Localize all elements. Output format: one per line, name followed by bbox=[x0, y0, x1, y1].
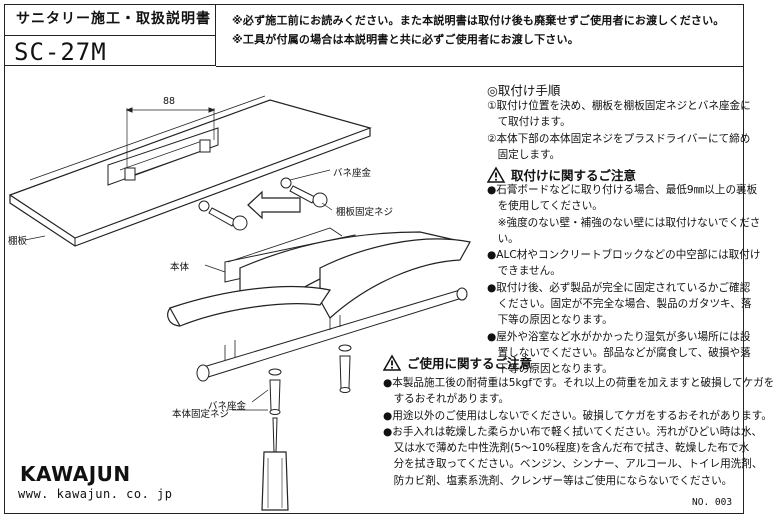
website-url: www. kawajun. co. jp bbox=[18, 487, 173, 501]
dimension-label: 88 bbox=[163, 96, 176, 107]
text-line: ●本製品施工後の耐荷重は5kgfです。それ以上の荷重を加えますと破損してケガを bbox=[383, 377, 774, 389]
body-screw-label: 本体固定ネジ bbox=[172, 409, 230, 420]
spring-washer-label-top: バネ座金 bbox=[333, 168, 372, 179]
text-line: ●ALC材やコンクリートブロックなどの中空部には取付け bbox=[487, 249, 761, 262]
usage-cautions-header: ご使用に関するご注意 bbox=[382, 353, 533, 372]
text-line: 下等の原因となります。 bbox=[487, 314, 613, 327]
install-cautions-heading: 取付けに関するご注意 bbox=[511, 168, 637, 183]
text-line: 置しないでください。部品などが腐食して、破損や落 bbox=[487, 346, 751, 359]
document-title: サニタリー施工・取扱説明書 bbox=[16, 11, 211, 27]
text-line: するおそれがあります。 bbox=[383, 393, 510, 406]
text-line: ●石膏ボードなどに取り付ける場合、最低9㎜以上の裏板 bbox=[487, 184, 758, 196]
body-label: 本体 bbox=[170, 262, 190, 273]
shelf-drawing bbox=[8, 95, 372, 247]
text-line: ください。固定が不完全な場合、製品のガタツキ、落 bbox=[487, 298, 752, 311]
install-cautions-text: ●石膏ボードなどに取り付ける場合、最低9㎜以上の裏板 を使用してください。 ※強… bbox=[487, 182, 760, 378]
title-box bbox=[4, 4, 216, 66]
body-screw-drawing bbox=[268, 344, 352, 415]
screwdriver-drawing bbox=[261, 417, 289, 511]
text-line: ②本体下部の本体固定ネジをプラスドライバーにて締め bbox=[487, 132, 751, 145]
shelf-screw-label: 棚板固定ネジ bbox=[336, 207, 394, 218]
text-line: ●屋外や浴室など水がかかったり湿気が多い場所には設 bbox=[487, 330, 751, 343]
text-line: 又は水で薄めた中性洗剤(5～10%程度)を含んだ布で拭き、乾燥した布で水 bbox=[383, 442, 750, 455]
shelf-screw-drawing bbox=[198, 177, 328, 231]
warning-icon bbox=[486, 165, 506, 183]
title-divider bbox=[4, 35, 215, 36]
header-rule bbox=[216, 66, 744, 67]
text-line: ●お手入れは乾燥した柔らかい布で軽く拭いてください。汚れがひどい時は水、 bbox=[383, 425, 763, 438]
shelf-label: 棚板 bbox=[8, 236, 28, 247]
document-number: NO. 003 bbox=[692, 497, 733, 508]
page-frame bbox=[4, 4, 744, 514]
installation-illustration bbox=[8, 95, 471, 511]
arrow-icon bbox=[247, 190, 301, 220]
text-line: 固定します。 bbox=[487, 148, 561, 161]
header-note-2: ※工具が付属の場合は本説明書と共に必ずご使用者にお渡し下さい。 bbox=[232, 33, 579, 46]
spring-washer-label-bottom: バネ座金 bbox=[208, 401, 247, 412]
text-line: ※強度のない壁・補強のない壁には取付けないでくださ bbox=[487, 216, 761, 229]
text-line: を使用してください。 bbox=[487, 200, 603, 213]
text-line: ●用途以外のご使用はしないでください。破損してケガをするおそれがあります。 bbox=[383, 409, 772, 422]
install-steps-heading: ◎取付け手順 bbox=[487, 83, 561, 98]
brand-logo: KAWAJUN bbox=[20, 462, 131, 486]
text-line: 分を拭き取ってください。ベンジン、シンナー、アルコール、トイレ用洗剤、 bbox=[383, 458, 763, 471]
header-note-1: ※必ず施工前にお読みください。また本説明書は取付け後も廃棄せずご使用者にお渡しく… bbox=[232, 14, 725, 27]
install-cautions-header: 取付けに関するご注意 bbox=[486, 165, 637, 184]
text-line: 下等の原因となります。 bbox=[487, 363, 613, 376]
model-number: SC-27M bbox=[14, 38, 107, 66]
text-line: て取付けます。 bbox=[487, 116, 571, 129]
text-line: できません。 bbox=[487, 265, 561, 278]
text-line: ●取付け後、必ず製品が完全に固定されているかご確認 bbox=[487, 281, 751, 294]
text-line: い。 bbox=[487, 232, 519, 245]
text-line: 防カビ剤、塩素系洗剤、クレンザー等はご使用にならないでください。 bbox=[383, 474, 733, 487]
usage-cautions-text: ●本製品施工後の耐荷重は5kgfです。それ以上の荷重を加えますと破損してケガを … bbox=[383, 375, 774, 489]
text-line: ①取付け位置を決め、棚板を棚板固定ネジとバネ座金に bbox=[487, 100, 751, 112]
usage-cautions-heading: ご使用に関するご注意 bbox=[407, 356, 533, 371]
install-steps-text: ①取付け位置を決め、棚板を棚板固定ネジとバネ座金に て取付けます。 ②本体下部の… bbox=[487, 98, 751, 163]
warning-icon bbox=[382, 353, 402, 371]
holder-body-drawing bbox=[167, 227, 471, 382]
